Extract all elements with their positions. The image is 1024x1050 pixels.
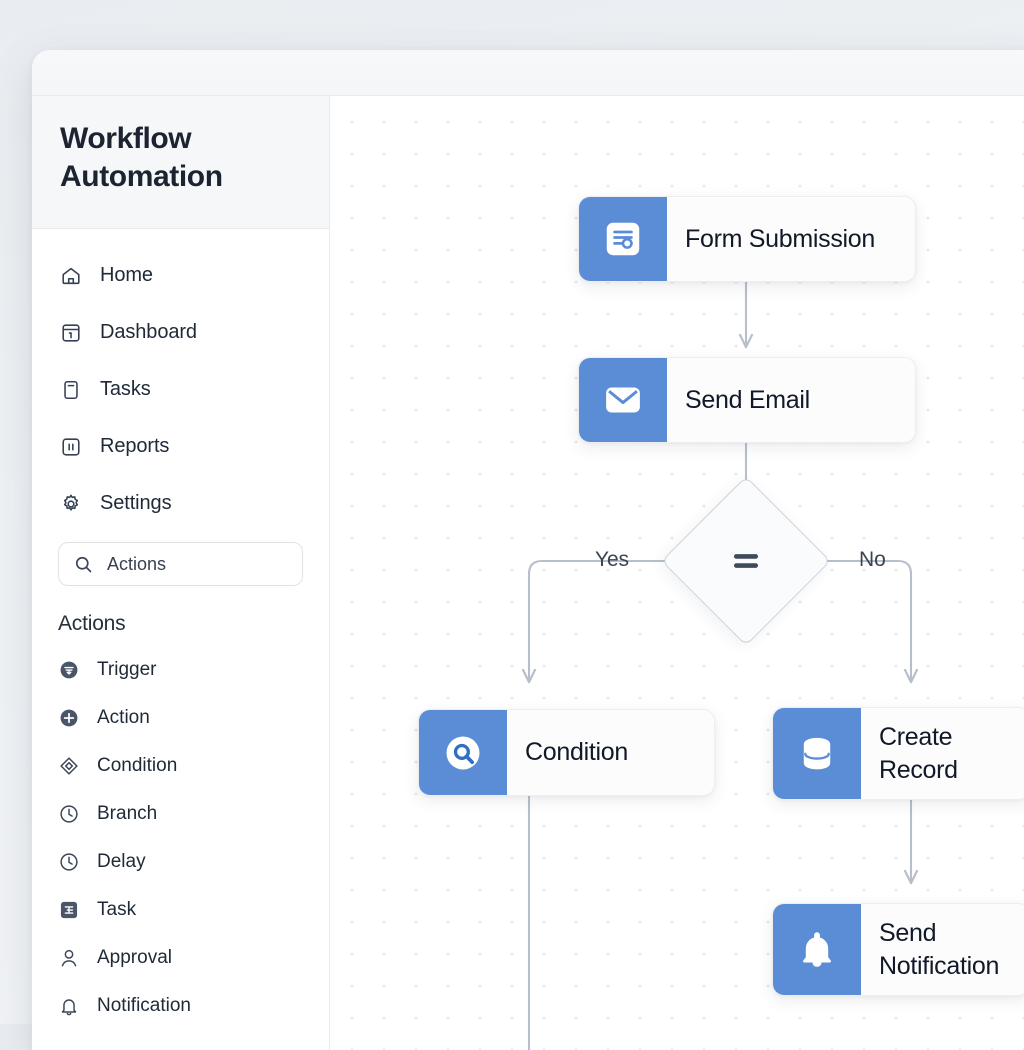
clock-icon	[58, 851, 80, 873]
flow-node-label: Form Submission	[667, 197, 915, 281]
flow-node-label: Create Record	[861, 708, 1024, 799]
diamond-icon	[58, 755, 80, 777]
action-item-label: Trigger	[97, 659, 157, 680]
action-item-condition[interactable]: Condition	[32, 742, 329, 790]
task-icon	[58, 899, 80, 921]
dashboard-icon	[60, 322, 82, 344]
settings-gear-icon	[60, 493, 82, 515]
flow-node-send-notification[interactable]: Send Notification	[772, 903, 1024, 996]
node-icon-badge	[773, 904, 861, 995]
flow-node-condition[interactable]: Condition	[418, 709, 715, 796]
action-item-label: Approval	[97, 947, 172, 968]
sidebar-item-home[interactable]: Home	[32, 247, 329, 304]
brand-title-line1: Workflow	[60, 122, 192, 155]
edge-label-no: No	[859, 548, 886, 571]
node-icon-badge	[419, 710, 507, 795]
bell-icon	[795, 928, 839, 972]
action-item-approval[interactable]: Approval	[32, 934, 329, 982]
flow-node-label: Condition	[507, 710, 714, 795]
action-item-label: Delay	[97, 851, 146, 872]
flow-node-create-record[interactable]: Create Record	[772, 707, 1024, 800]
action-item-label: Notification	[97, 995, 191, 1016]
edge-label-yes: Yes	[595, 548, 629, 571]
home-icon	[60, 265, 82, 287]
reports-icon	[60, 436, 82, 458]
search-wrap: Actions	[32, 532, 329, 586]
flow-edges	[330, 279, 1024, 1050]
actions-section-heading: Actions	[58, 612, 126, 635]
sidebar: Workflow Automation Home	[32, 96, 330, 1050]
sidebar-item-label: Home	[100, 264, 153, 286]
flow-node-form-submission[interactable]: Form Submission	[578, 196, 916, 282]
form-icon	[601, 217, 645, 261]
action-item-task[interactable]: Task	[32, 886, 329, 934]
action-item-delay[interactable]: Delay	[32, 838, 329, 886]
person-icon	[58, 947, 80, 969]
sidebar-item-label: Tasks	[100, 378, 151, 400]
flow-decision-node[interactable]	[661, 476, 831, 646]
trigger-icon	[58, 659, 80, 681]
action-item-label: Action	[97, 707, 150, 728]
search-circle-icon	[441, 731, 485, 775]
search-input-value: Actions	[107, 553, 167, 574]
action-item-label: Task	[97, 899, 137, 920]
node-icon-badge	[773, 708, 861, 799]
title-bar	[32, 50, 1024, 96]
flow-node-label: Send Email	[667, 358, 915, 442]
action-item-label: Condition	[97, 755, 178, 776]
tasks-icon	[60, 379, 82, 401]
sidebar-item-label: Dashboard	[100, 321, 197, 343]
page-title: Workflow Automation	[60, 120, 301, 196]
clock-icon	[58, 803, 80, 825]
action-item-trigger[interactable]: Trigger	[32, 646, 329, 694]
search-input[interactable]: Actions	[58, 542, 303, 586]
action-item-branch[interactable]: Branch	[32, 790, 329, 838]
plus-circle-icon	[58, 707, 80, 729]
sidebar-item-reports[interactable]: Reports	[32, 418, 329, 475]
search-icon	[73, 554, 94, 575]
envelope-icon	[601, 378, 645, 422]
flow-node-send-email[interactable]: Send Email	[578, 357, 916, 443]
action-item-action[interactable]: Action	[32, 694, 329, 742]
action-item-label: Branch	[97, 803, 158, 824]
node-icon-badge	[579, 197, 667, 281]
workflow-canvas[interactable]: Form Submission Send Email Ye	[330, 96, 1024, 1050]
primary-nav: Home Dashboard Tasks	[32, 229, 329, 532]
bell-icon	[58, 995, 80, 1017]
actions-list: Trigger Action Condition	[32, 646, 329, 1030]
sidebar-item-label: Reports	[100, 435, 170, 457]
sidebar-item-settings[interactable]: Settings	[32, 475, 329, 532]
brand-block: Workflow Automation	[32, 96, 329, 229]
sidebar-item-tasks[interactable]: Tasks	[32, 361, 329, 418]
brand-title-line2: Automation	[60, 160, 223, 193]
flow-node-label: Send Notification	[861, 904, 1024, 995]
equals-icon	[725, 540, 767, 582]
node-icon-badge	[579, 358, 667, 442]
sidebar-item-dashboard[interactable]: Dashboard	[32, 304, 329, 361]
database-icon	[795, 732, 839, 776]
sidebar-item-label: Settings	[100, 492, 172, 514]
action-item-notification[interactable]: Notification	[32, 982, 329, 1030]
app-window: Workflow Automation Home	[32, 50, 1024, 1050]
